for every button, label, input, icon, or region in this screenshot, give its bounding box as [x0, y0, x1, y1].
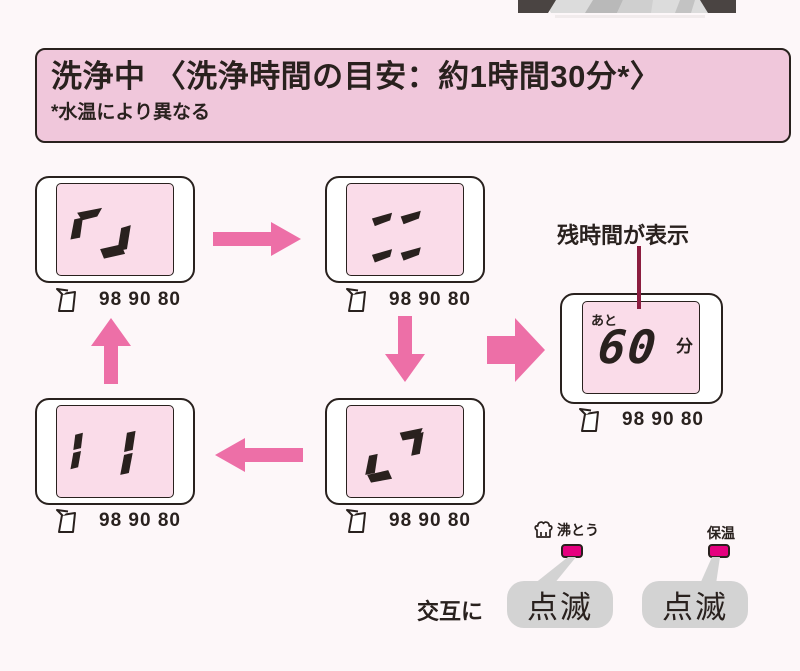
water-scale-row: 98 90 80 [578, 407, 704, 433]
lcd-remaining-time: あと 60 分 [560, 293, 723, 404]
water-gauge-icon [56, 509, 76, 533]
lcd-frame-2 [325, 176, 485, 283]
boil-led-indicator [561, 544, 583, 558]
lcd-screen [346, 405, 464, 498]
page-title: 洗浄中 〈洗浄時間の目安：約1時間30分*〉 [51, 59, 662, 94]
arrow-right-icon [213, 222, 301, 256]
blink-label: 点滅 [527, 590, 593, 625]
water-gauge-icon [346, 509, 366, 533]
water-scale-label: 98 90 80 [622, 409, 704, 430]
water-gauge-icon [56, 288, 76, 312]
header-box: 洗浄中 〈洗浄時間の目安：約1時間30分*〉 *水温により異なる [35, 48, 791, 143]
remaining-minutes-value: 60 [595, 320, 661, 374]
lcd-frame-1 [35, 176, 195, 283]
lcd-screen [346, 183, 464, 276]
lcd-segments-vertical-bars-icon [70, 430, 136, 475]
water-scale-row: 98 90 80 [345, 287, 471, 313]
alternate-blink-label: 交互に [417, 599, 484, 624]
water-scale-label: 98 90 80 [99, 510, 181, 531]
remaining-time-callout: 残時間が表示 [557, 223, 690, 248]
water-gauge-icon [579, 408, 599, 432]
keep-warm-label: 保温 [707, 525, 735, 541]
remaining-prefix: あと [591, 313, 618, 328]
lcd-segments-corner-tl-br-icon [70, 207, 131, 259]
water-scale-label: 98 90 80 [389, 510, 471, 531]
water-scale-row: 98 90 80 [55, 508, 181, 534]
water-scale-row: 98 90 80 [55, 287, 181, 313]
arrow-up-icon [91, 318, 131, 384]
blink-bubble-boil: 点滅 [507, 581, 613, 628]
boil-label: 沸とう [557, 522, 599, 538]
arrow-right-large-icon [487, 318, 545, 382]
boil-indicator-label-row: 沸とう [533, 520, 599, 540]
bubble-tail-left [534, 557, 576, 584]
appliance-base-illustration [518, 0, 736, 18]
blink-label: 点滅 [662, 590, 728, 625]
lcd-screen: あと 60 分 [582, 301, 700, 394]
lcd-screen [56, 183, 174, 276]
lcd-segments-corner-tr-bl-icon [365, 428, 424, 483]
keep-warm-led-indicator [708, 544, 730, 558]
lcd-frame-4 [35, 398, 195, 505]
arrow-left-icon [215, 438, 303, 472]
lcd-screen [56, 405, 174, 498]
header-note: *水温により異なる [51, 102, 211, 123]
water-gauge-icon [346, 288, 366, 312]
lcd-segments-dashes-icon [371, 210, 421, 263]
blink-bubble-keep-warm: 点滅 [642, 581, 748, 628]
callout-pointer-line [637, 246, 641, 309]
steam-icon [534, 521, 553, 538]
water-scale-label: 98 90 80 [389, 289, 471, 310]
water-scale-row: 98 90 80 [345, 508, 471, 534]
remaining-unit: 分 [676, 337, 693, 356]
water-scale-label: 98 90 80 [99, 289, 181, 310]
bubble-tail-right [700, 557, 720, 584]
arrow-down-icon [385, 316, 425, 382]
lcd-frame-3 [325, 398, 485, 505]
